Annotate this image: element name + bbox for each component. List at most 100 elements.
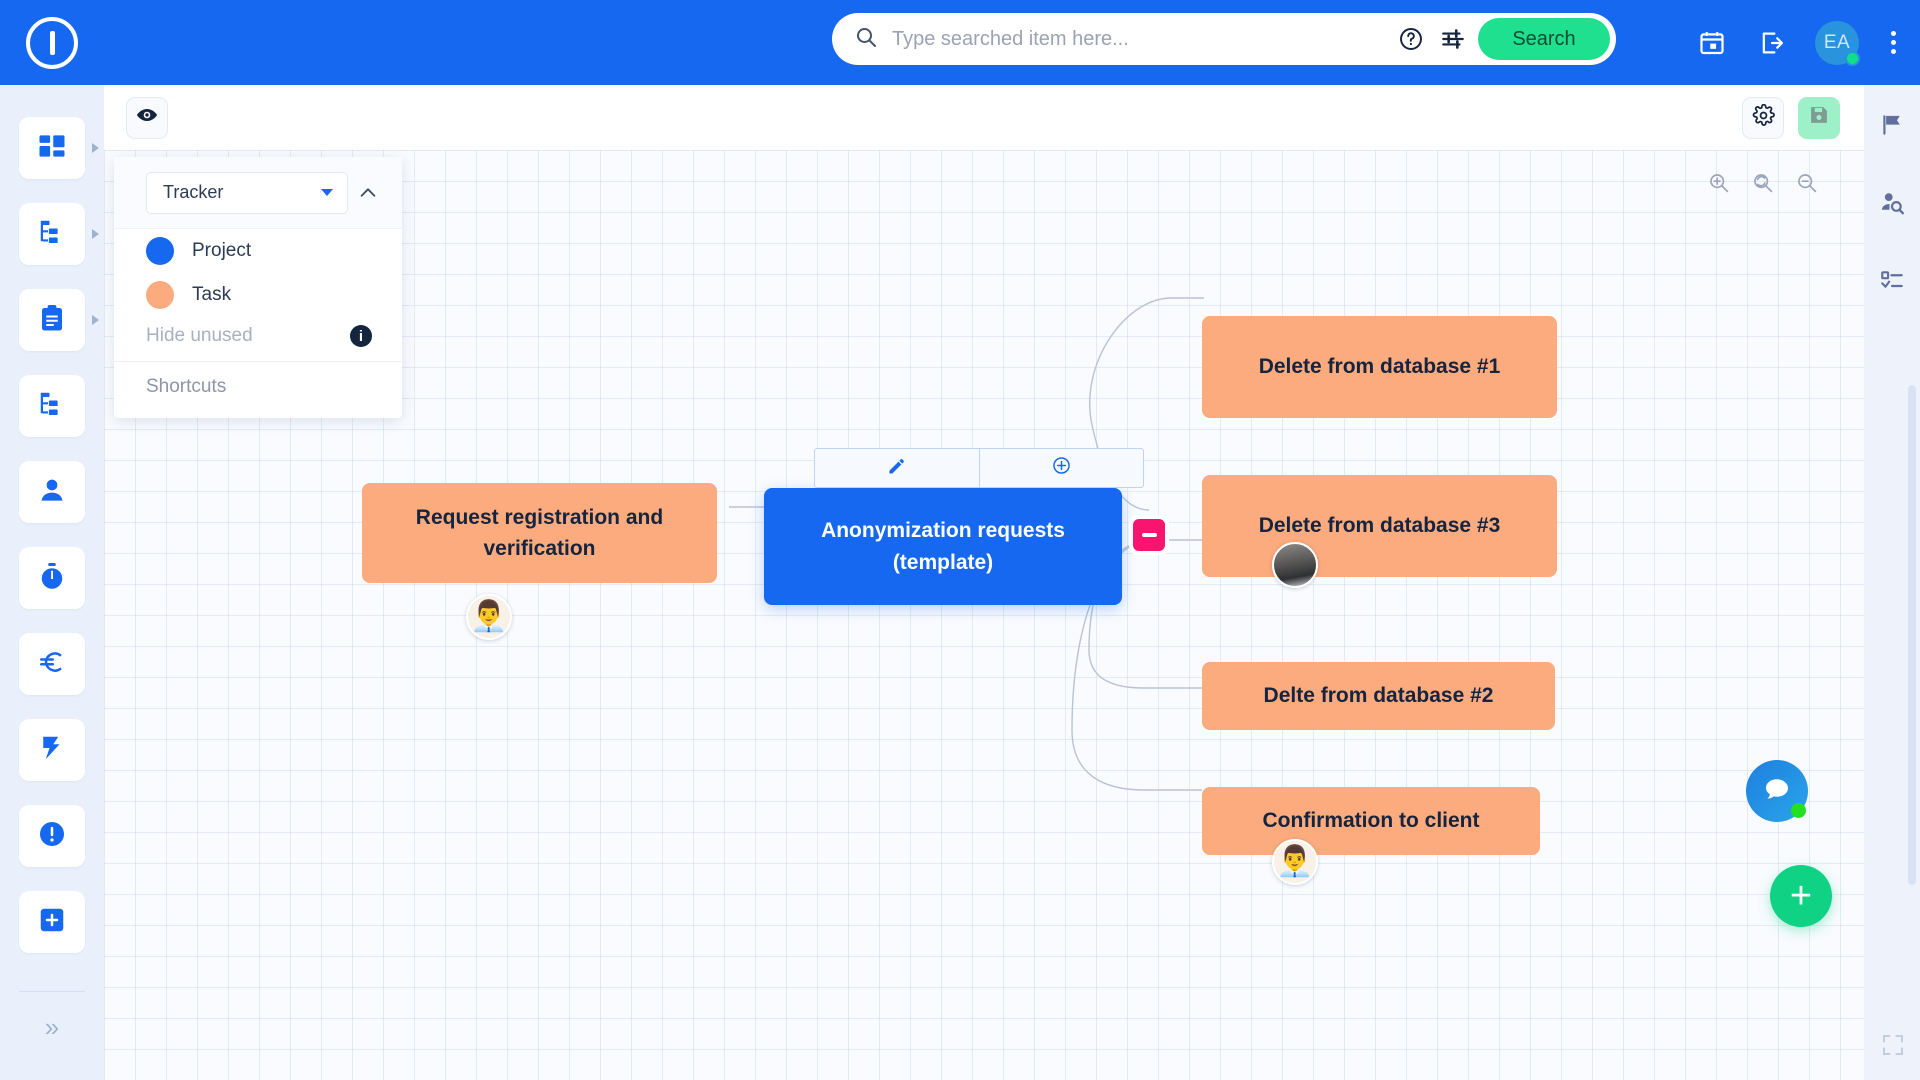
node-add-child-button[interactable] <box>978 449 1144 487</box>
chevron-double-right-icon[interactable]: » <box>44 1012 60 1042</box>
sidebar-item-structure[interactable] <box>19 375 85 437</box>
tracker-select-value: Tracker <box>163 182 224 202</box>
node-label: Delte from database #2 <box>1263 684 1494 708</box>
node-label: Delete from database #3 <box>1258 514 1501 538</box>
node-anonymization-requests[interactable]: Anonymization requests (template) <box>764 488 1122 605</box>
plus-circle-icon <box>1051 455 1072 481</box>
sidebar-item-add-new[interactable] <box>19 891 85 953</box>
euro-icon <box>37 647 67 682</box>
pencil-icon <box>887 456 907 481</box>
filter-sliders-icon[interactable] <box>1436 22 1470 56</box>
save-disk-icon <box>1808 104 1830 131</box>
lightning-icon <box>37 733 67 768</box>
app-logo[interactable] <box>0 0 104 85</box>
zoom-in-icon[interactable] <box>1706 170 1732 196</box>
fullscreen-icon[interactable] <box>1876 1028 1910 1062</box>
sidebar-item-contacts[interactable] <box>19 461 85 523</box>
node-request-registration[interactable]: Request registration and verification <box>362 483 717 583</box>
editor-toolbar <box>104 85 1864 150</box>
sidebar-item-tasks[interactable] <box>19 289 99 351</box>
sidebar-item-time-tracking[interactable] <box>19 547 85 609</box>
person-search-icon[interactable] <box>1872 183 1912 223</box>
eye-icon <box>136 104 158 131</box>
search-input[interactable] <box>892 27 1394 51</box>
stopwatch-icon <box>37 561 67 596</box>
legend-item-label: Task <box>192 284 232 305</box>
power-logo-icon <box>26 16 78 69</box>
chevron-right-icon <box>92 229 99 239</box>
search-button[interactable]: Search <box>1478 18 1610 60</box>
shortcuts-link[interactable]: Shortcuts <box>146 376 227 397</box>
chat-fab[interactable] <box>1746 760 1808 822</box>
node-delete-db-1[interactable]: Delete from database #1 <box>1202 316 1557 418</box>
chat-bubble-icon <box>1762 774 1792 809</box>
sidebar-item-issues[interactable] <box>19 805 85 867</box>
exclamation-circle-icon <box>37 819 67 854</box>
avatar-status-dot <box>1845 50 1860 66</box>
legend-item-project[interactable]: Project <box>114 229 402 273</box>
sidebar-divider: » <box>19 991 85 1040</box>
sidebar-item-automation[interactable] <box>19 719 85 781</box>
node-edit-button[interactable] <box>815 449 979 487</box>
sidebar-item-dashboard[interactable] <box>19 117 99 179</box>
legend-panel: Tracker Project Task Hide unused i Short… <box>114 157 402 418</box>
hierarchy-icon <box>37 389 67 424</box>
node-confirmation-to-client[interactable]: Confirmation to client <box>1202 787 1540 855</box>
avatar[interactable]: EA <box>1815 20 1860 66</box>
legend-item-task[interactable]: Task <box>114 273 402 317</box>
plus-square-icon <box>37 905 67 940</box>
add-fab[interactable]: + <box>1770 865 1832 927</box>
avatar-photo-man[interactable] <box>1272 542 1318 588</box>
chevron-right-icon <box>92 315 99 325</box>
node-label: Anonymization requests (template) <box>821 519 1065 574</box>
calendar-icon[interactable] <box>1695 26 1729 60</box>
hide-unused-label: Hide unused <box>146 325 253 346</box>
help-circle-icon[interactable] <box>1394 22 1428 56</box>
chevron-down-icon <box>321 189 333 196</box>
preview-button[interactable] <box>126 96 168 139</box>
checklist-icon[interactable] <box>1872 261 1912 301</box>
node-label: Request registration and verification <box>415 505 664 561</box>
tracker-select[interactable]: Tracker <box>146 171 348 214</box>
minus-icon <box>1133 519 1165 551</box>
info-icon[interactable]: i <box>350 325 372 347</box>
node-delte-db-2[interactable]: Delte from database #2 <box>1202 662 1555 730</box>
node-collapse-button[interactable] <box>1129 515 1169 555</box>
person-icon <box>37 475 67 510</box>
vertical-scrollbar[interactable] <box>1908 385 1916 885</box>
legend-color-swatch <box>146 281 174 309</box>
toolbar-actions <box>1742 96 1840 139</box>
search-icon <box>854 25 878 54</box>
node-label: Delete from database #1 <box>1258 355 1501 379</box>
zoom-reset-icon[interactable] <box>1750 170 1776 196</box>
header-actions: EA <box>1695 0 1902 85</box>
sidebar-item-projects[interactable] <box>19 203 99 265</box>
node-label: Confirmation to client <box>1262 809 1480 833</box>
avatar-initials: EA <box>1823 31 1851 53</box>
chevron-right-icon <box>92 143 99 153</box>
legend-item-label: Project <box>192 240 252 261</box>
zoom-controls <box>1706 170 1820 196</box>
dashboard-grid-icon <box>37 131 67 166</box>
global-search-bar[interactable]: Search <box>832 13 1616 65</box>
clipboard-icon <box>37 303 67 338</box>
settings-button[interactable] <box>1742 96 1784 139</box>
zoom-out-icon[interactable] <box>1794 170 1820 196</box>
node-context-toolbar <box>814 448 1144 488</box>
avatar-blond-man[interactable]: 👨‍💼 <box>1272 839 1318 885</box>
legend-color-swatch <box>146 237 174 265</box>
save-button[interactable] <box>1798 96 1840 139</box>
sidebar-item-finance[interactable] <box>19 633 85 695</box>
left-sidebar: » <box>0 85 104 1080</box>
hide-unused-toggle[interactable]: Hide unused i <box>114 317 402 362</box>
legend-header: Tracker <box>114 157 402 229</box>
avatar-blond-man[interactable]: 👨‍💼 <box>466 594 512 640</box>
more-vertical-icon[interactable] <box>1885 25 1902 60</box>
right-sidebar <box>1864 85 1920 1080</box>
logout-icon[interactable] <box>1755 26 1789 60</box>
app-header: Search EA <box>0 0 1920 85</box>
flag-icon[interactable] <box>1872 105 1912 145</box>
node-delete-db-3[interactable]: Delete from database #3 <box>1202 475 1557 577</box>
chat-status-dot <box>1791 803 1806 818</box>
legend-collapse-button[interactable] <box>348 182 388 204</box>
